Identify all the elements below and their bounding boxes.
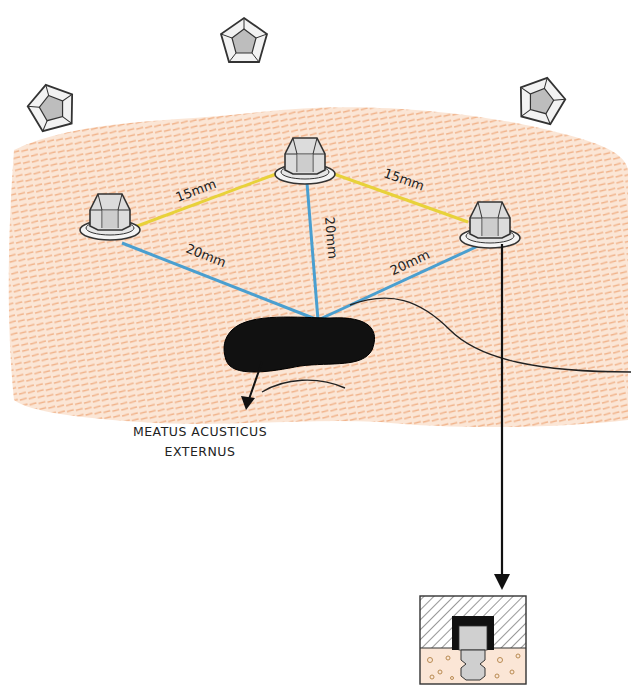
anatomy-label: MEATUS ACUSTICUS EXTERNUS: [105, 422, 295, 462]
